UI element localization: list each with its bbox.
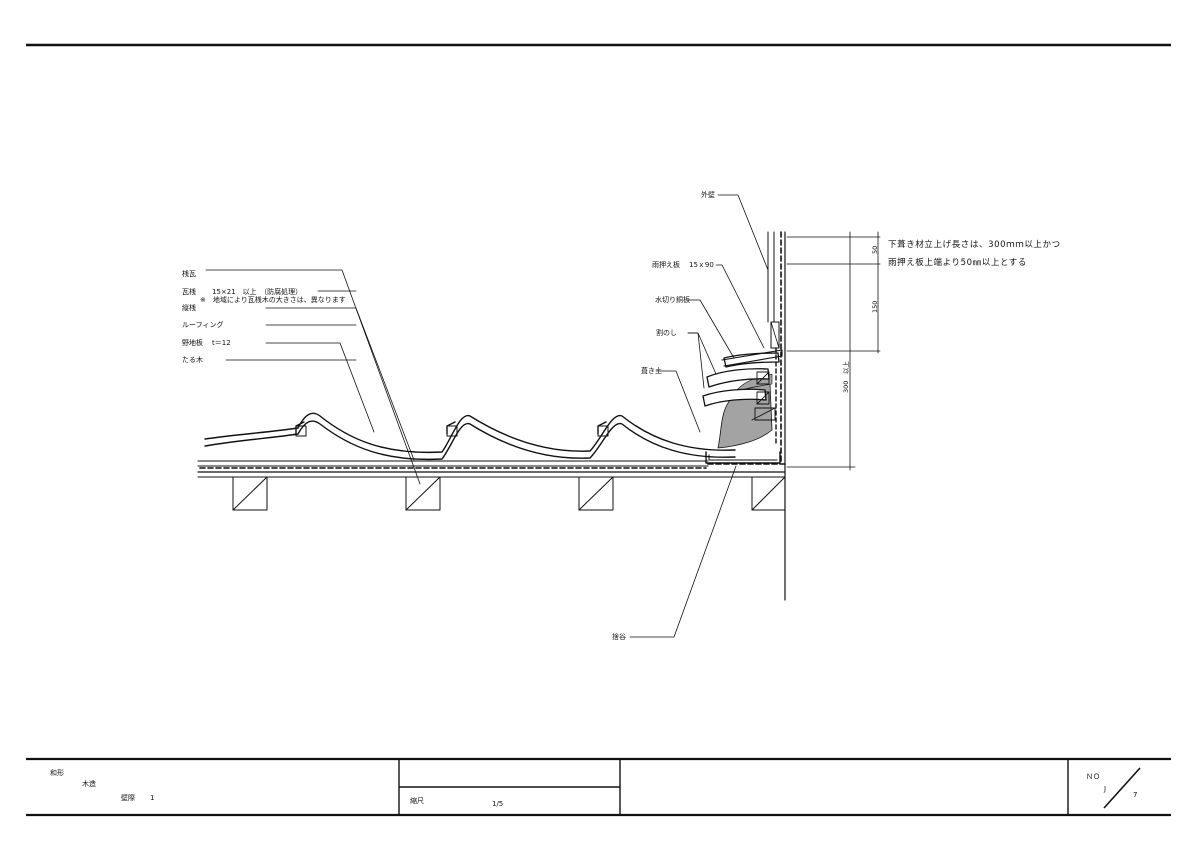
spec-note-line1: 下葺き材立上げ長さは、300ｍｍ以上かつ bbox=[888, 239, 1061, 250]
dim-150: 150 bbox=[871, 301, 879, 313]
label-fukitsuchi: 葺き土 bbox=[641, 366, 662, 375]
title-block-text: 和形 木造 壁際 1 縮尺 1/5 ＮＯ J 7 bbox=[50, 768, 1137, 808]
spec-note-line2: 雨押え板上端より50㎜以上とする bbox=[888, 257, 1027, 268]
exterior-wall bbox=[767, 231, 786, 601]
page-slash bbox=[1103, 767, 1141, 809]
label-taruki: たる木 bbox=[182, 355, 203, 364]
label-mizukiri: 水切り銅板 bbox=[655, 295, 690, 304]
label-kawarazan-note: ※ 地域により瓦桟木の大きさは、異なります bbox=[200, 295, 346, 304]
label-nojiita-spec: t＝12 bbox=[212, 339, 231, 347]
label-tatezan: 縦桟 bbox=[182, 303, 196, 312]
label-gaiheki: 外壁 bbox=[701, 190, 715, 199]
title-subcategory: 木造 bbox=[82, 779, 96, 788]
label-nojiita: 野地板 bbox=[182, 338, 203, 347]
dim-50: 50 bbox=[871, 246, 879, 254]
spec-note: 下葺き材立上げ長さは、300ｍｍ以上かつ 雨押え板上端より50㎜以上とする bbox=[888, 239, 1061, 268]
scale-value: 1/5 bbox=[492, 800, 503, 808]
title-item: 壁際 bbox=[121, 793, 135, 802]
label-kawarazan: 瓦桟 bbox=[182, 287, 196, 296]
suketaru-flashing bbox=[705, 451, 781, 464]
taruki-blocks bbox=[232, 476, 786, 511]
dimension-lines bbox=[786, 231, 881, 471]
label-amaosae-spec: 15ｘ90 bbox=[689, 261, 714, 269]
label-roofing: ルーフィング bbox=[182, 320, 223, 329]
no-label: ＮＯ bbox=[1086, 773, 1100, 781]
title-block bbox=[26, 757, 1171, 817]
label-suketaru: 捨谷 bbox=[612, 632, 626, 641]
leader-lines bbox=[205, 194, 769, 638]
label-warinoshi: 割のし bbox=[656, 328, 677, 337]
sangawara-tiles bbox=[204, 412, 736, 461]
roof-section-detail bbox=[197, 194, 881, 638]
label-sangawara: 桟瓦 bbox=[182, 269, 196, 278]
scale-label: 縮尺 bbox=[410, 796, 424, 805]
page-total: 7 bbox=[1133, 791, 1137, 799]
label-kawarazan-spec: 15×21 以上 （防腐処理） bbox=[212, 287, 302, 296]
label-amaosae: 雨押え板 bbox=[652, 260, 680, 269]
dimension-text: 50 150 300 以上 bbox=[841, 246, 879, 393]
title-item-no: 1 bbox=[150, 794, 154, 802]
dim-300: 300 以上 bbox=[841, 361, 850, 393]
page-current: J bbox=[1103, 785, 1106, 793]
left-labels: 桟瓦 瓦桟 15×21 以上 （防腐処理） ※ 地域により瓦桟木の大きさは、異な… bbox=[182, 269, 346, 364]
right-labels: 外壁 雨押え板 15ｘ90 水切り銅板 割のし 葺き土 捨谷 bbox=[612, 190, 715, 641]
amaosae-board bbox=[770, 321, 780, 349]
title-category: 和形 bbox=[50, 768, 64, 777]
